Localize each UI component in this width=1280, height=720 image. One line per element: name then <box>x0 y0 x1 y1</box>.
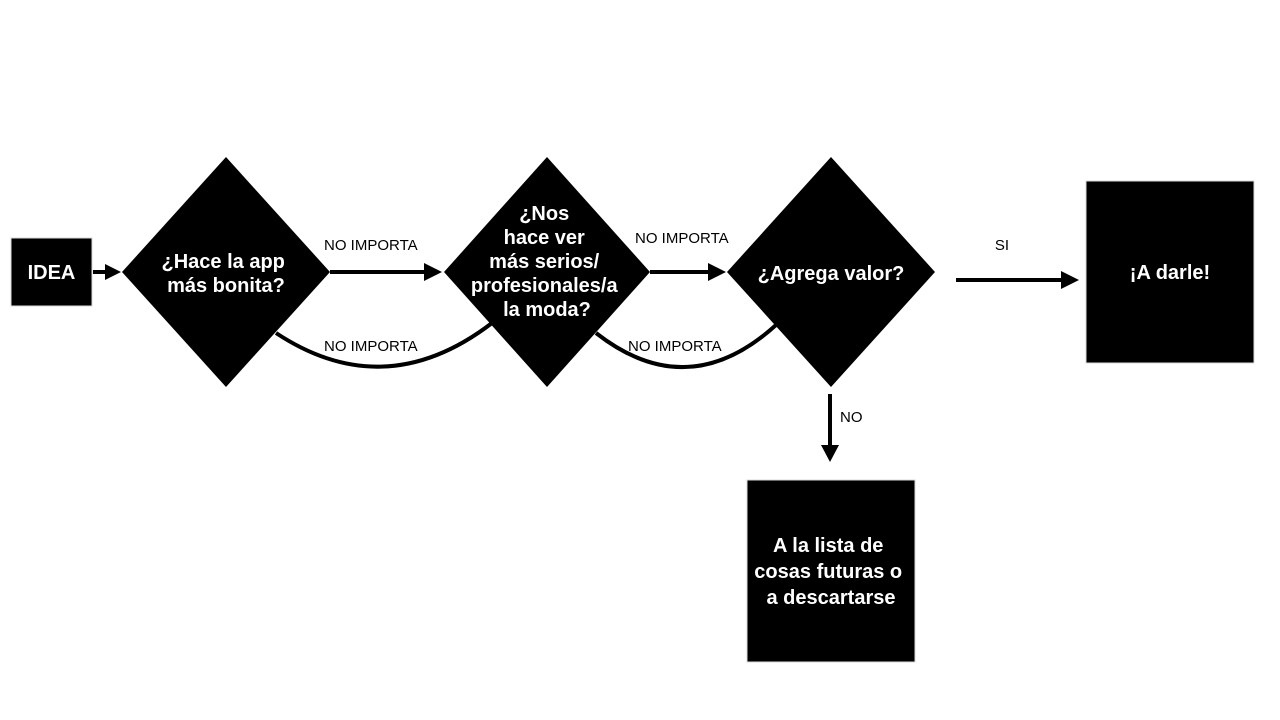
edge-idea-to-q1 <box>93 264 121 280</box>
node-question-serious-line-5: la moda? <box>503 299 591 321</box>
edge-label-q3-later: NO <box>840 409 863 426</box>
node-later: A la lista de cosas futuras o a descarta… <box>746 479 916 663</box>
node-later-label: A la lista de cosas futuras o a descarta… <box>754 535 907 609</box>
node-question-prettier: ¿Hace la app más bonita? <box>122 157 330 387</box>
node-go: ¡A darle! <box>1085 180 1255 364</box>
node-go-label: ¡A darle! <box>1130 262 1210 284</box>
node-question-serious-line-4: profesionales/a <box>471 275 619 297</box>
node-question-value-label: ¿Agrega valor? <box>758 263 905 285</box>
node-question-prettier-line-2: más bonita? <box>167 275 285 297</box>
node-question-serious: ¿Nos hace ver más serios/ profesionales/… <box>444 157 650 387</box>
edge-q3-to-later <box>821 394 839 462</box>
node-idea: IDEA <box>10 237 93 307</box>
node-question-value: ¿Agrega valor? <box>727 157 935 387</box>
edge-label-q2-q3-bottom: NO IMPORTA <box>628 338 722 355</box>
node-later-line-3: a descartarse <box>767 587 896 609</box>
edge-q3-to-go <box>956 271 1079 289</box>
node-question-prettier-label: ¿Hace la app más bonita? <box>162 251 291 297</box>
node-later-line-1: A la lista de <box>773 535 883 557</box>
node-question-prettier-line-1: ¿Hace la app <box>162 251 285 273</box>
node-later-line-2: cosas futuras o <box>754 561 902 583</box>
edge-label-q3-go: SI <box>995 237 1009 254</box>
node-question-serious-line-2: hace ver <box>504 227 585 249</box>
edge-label-q1-q2-bottom: NO IMPORTA <box>324 338 418 355</box>
node-question-serious-label: ¿Nos hace ver más serios/ profesionales/… <box>471 203 623 321</box>
edge-q1-to-q2-curve <box>274 321 494 369</box>
edge-q1-to-q2-straight <box>330 263 442 281</box>
edge-label-q2-q3-top: NO IMPORTA <box>635 230 729 247</box>
edge-q2-to-q3-curve <box>594 323 778 370</box>
node-idea-label: IDEA <box>28 262 76 284</box>
edge-label-q1-q2-top: NO IMPORTA <box>324 237 418 254</box>
node-question-serious-line-1: ¿Nos <box>519 203 569 225</box>
node-question-serious-line-3: más serios/ <box>489 251 600 273</box>
edge-q2-to-q3-straight <box>650 263 726 281</box>
